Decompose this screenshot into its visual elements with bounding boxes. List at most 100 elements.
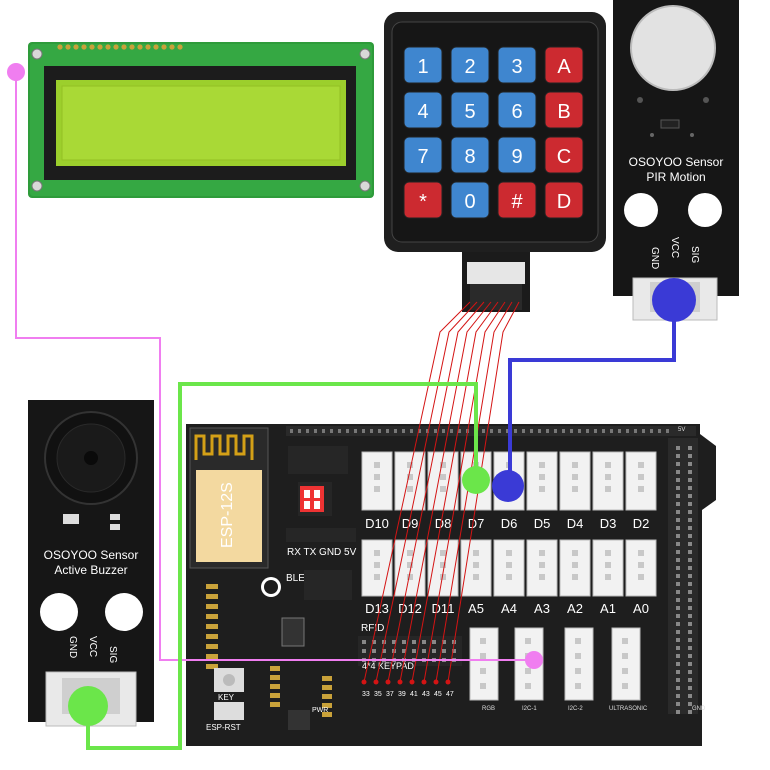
lcd-pin (145, 44, 151, 50)
lcd-pin (81, 44, 87, 50)
header-pin (530, 429, 533, 433)
analog-port[interactable] (559, 539, 591, 597)
header-pin (546, 429, 549, 433)
port-pin (407, 474, 413, 480)
header-pin (676, 566, 680, 570)
wire-end (433, 679, 439, 685)
buzzer-pin-sig: SIG (107, 646, 118, 663)
smd-component (322, 694, 332, 699)
digital-port[interactable] (559, 451, 591, 511)
keypad-key[interactable] (403, 46, 443, 84)
port-pin (525, 683, 531, 689)
header-pin (676, 630, 680, 634)
keypad-pin-label: 47 (446, 691, 454, 698)
keypad-key[interactable] (544, 181, 584, 219)
header-pin (506, 429, 509, 433)
pir-pin-vcc: VCC (669, 237, 680, 258)
keypad-key-label: 2 (464, 56, 475, 78)
header-pin (330, 429, 333, 433)
header-pin (410, 429, 413, 433)
header-pin (432, 640, 436, 644)
port-pin (473, 550, 479, 556)
keypad-key[interactable] (544, 136, 584, 174)
lcd-pin (129, 44, 135, 50)
keypad-key[interactable] (544, 46, 584, 84)
header-pin (688, 654, 692, 658)
header-pin (676, 454, 680, 458)
lcd-pin (105, 44, 111, 50)
port-pin (575, 638, 581, 644)
keypad-key[interactable] (450, 181, 490, 219)
analog-port[interactable] (493, 539, 525, 597)
port-pin (473, 574, 479, 580)
header-pin (314, 429, 317, 433)
port-pin (539, 486, 545, 492)
keypad-key[interactable] (450, 136, 490, 174)
buzzer-title-line2: Active Buzzer (54, 563, 127, 577)
keypad-key[interactable] (497, 181, 537, 219)
pir-sensor: OSOYOO Sensor PIR Motion GND VCC SIG (613, 0, 739, 321)
keypad-pin-label: 35 (374, 691, 382, 698)
port-pin (605, 462, 611, 468)
keypad-key[interactable] (450, 91, 490, 129)
digital-port[interactable] (625, 451, 657, 511)
header-pin (676, 486, 680, 490)
header-pin (688, 582, 692, 586)
header-pin (650, 429, 653, 433)
header-pin (676, 574, 680, 578)
keypad-pin-label: 45 (434, 691, 442, 698)
reset-button-label[interactable]: ESP-RST (206, 723, 241, 732)
keypad-wire (375, 301, 478, 683)
digital-port[interactable] (361, 451, 393, 511)
digital-port-label: D9 (402, 516, 419, 531)
pir-title-line1: OSOYOO Sensor (629, 155, 724, 169)
keypad-header-label: 4*4 KEYPAD (362, 661, 414, 671)
port-pin (622, 653, 628, 659)
smd-component (270, 675, 280, 680)
smd-component (206, 584, 218, 589)
header-pin (676, 542, 680, 546)
buzzer-sensor: OSOYOO Sensor Active Buzzer GND VCC SIG (28, 400, 154, 727)
digital-port[interactable] (394, 451, 426, 511)
keypad-key[interactable] (497, 91, 537, 129)
port-pin (638, 574, 644, 580)
header-pin (688, 630, 692, 634)
keypad-key[interactable] (497, 136, 537, 174)
keypad-key-label: * (419, 191, 427, 213)
port-pin (440, 474, 446, 480)
port-pin (622, 638, 628, 644)
port-pin (480, 638, 486, 644)
header-pin (676, 478, 680, 482)
wire-end (361, 679, 367, 685)
keypad-key-label: 6 (511, 101, 522, 123)
keypad-key-label: 8 (464, 146, 475, 168)
buzzer-title-line1: OSOYOO Sensor (44, 548, 139, 562)
keypad-key-label: 5 (464, 101, 475, 123)
digital-port[interactable] (526, 451, 558, 511)
keypad-key[interactable] (450, 46, 490, 84)
header-pin (450, 429, 453, 433)
header-pin (618, 429, 621, 433)
wire-end (445, 679, 451, 685)
keypad-key[interactable] (403, 181, 443, 219)
lcd-pin (57, 44, 63, 50)
analog-port-label: A3 (534, 601, 550, 616)
header-pin (676, 462, 680, 466)
digital-port[interactable] (592, 451, 624, 511)
header-pin (688, 534, 692, 538)
header-pin (586, 429, 589, 433)
keypad-wire (423, 301, 506, 683)
smd-component (206, 654, 218, 659)
port-pin (506, 550, 512, 556)
lcd-module (28, 42, 374, 198)
keypad-key[interactable] (497, 46, 537, 84)
key-button-label[interactable]: KEY (218, 693, 235, 702)
header-pin (442, 640, 446, 644)
header-pin (676, 446, 680, 450)
port-pin (374, 486, 380, 492)
header-pin (688, 614, 692, 618)
keypad-key[interactable] (403, 136, 443, 174)
keypad-key[interactable] (544, 91, 584, 129)
keypad-key[interactable] (403, 91, 443, 129)
header-pin (688, 550, 692, 554)
